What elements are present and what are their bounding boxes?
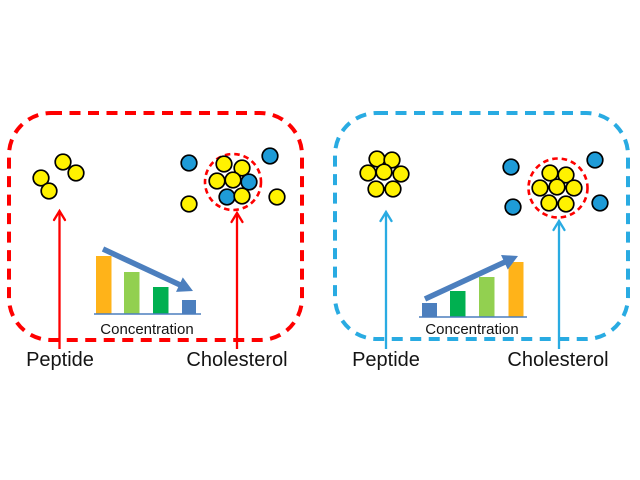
right-trend-arrow-shaft bbox=[423, 258, 509, 302]
left-cholesterol-label: Cholesterol bbox=[186, 349, 288, 371]
left-peptide-label: Peptide bbox=[26, 349, 94, 371]
left-cholesterol-cluster-molecule bbox=[233, 187, 251, 205]
left-cholesterol-cluster-molecule bbox=[218, 188, 236, 206]
left-free-molecule bbox=[268, 188, 286, 206]
right-peptide-molecule bbox=[359, 164, 377, 182]
left-trend-arrow-shaft bbox=[101, 246, 184, 289]
right-peptide-molecule bbox=[392, 165, 410, 183]
right-cholesterol-pointer-arrowhead bbox=[552, 218, 566, 232]
left-concentration-bar-1 bbox=[96, 256, 112, 314]
right-free-molecule bbox=[591, 194, 609, 212]
left-cholesterol-cluster-molecule bbox=[224, 171, 242, 189]
right-trend-arrow-head bbox=[501, 255, 518, 270]
right-cholesterol-label: Cholesterol bbox=[507, 349, 609, 371]
left-peptide-molecule bbox=[40, 182, 58, 200]
left-trend-arrow-head bbox=[176, 277, 193, 292]
left-peptide-pointer-arrowhead bbox=[52, 208, 67, 222]
left-cholesterol-cluster-molecule bbox=[240, 173, 258, 191]
left-cholesterol-pointer-arrowhead bbox=[230, 210, 244, 224]
right-concentration-label: Concentration bbox=[425, 321, 519, 338]
right-cholesterol-cluster-molecule bbox=[565, 179, 583, 197]
right-cholesterol-cluster-molecule bbox=[548, 178, 566, 196]
left-peptide-molecule bbox=[32, 169, 50, 187]
right-peptide-molecule bbox=[384, 180, 402, 198]
right-cholesterol-cluster-molecule bbox=[540, 194, 558, 212]
right-peptide-label: Peptide bbox=[352, 349, 420, 371]
right-free-molecule bbox=[502, 158, 520, 176]
right-cholesterol-cluster-molecule bbox=[557, 195, 575, 213]
right-peptide-molecule bbox=[375, 163, 393, 181]
left-concentration-bar-3 bbox=[153, 287, 169, 314]
left-concentration-label: Concentration bbox=[100, 321, 194, 338]
left-free-molecule bbox=[180, 195, 198, 213]
right-free-molecule bbox=[586, 151, 604, 169]
right-peptide-pointer-arrowhead bbox=[379, 209, 393, 223]
right-peptide-molecule bbox=[383, 151, 401, 169]
right-cholesterol-cluster-molecule bbox=[531, 179, 549, 197]
right-concentration-bar-2 bbox=[450, 291, 466, 317]
left-concentration-bar-2 bbox=[124, 272, 140, 314]
left-cholesterol-cluster-molecule bbox=[215, 155, 233, 173]
left-peptide-molecule bbox=[54, 153, 72, 171]
right-concentration-bar-4 bbox=[508, 262, 524, 317]
right-cholesterol-cluster-molecule bbox=[557, 166, 575, 184]
left-free-molecule bbox=[261, 147, 279, 165]
left-peptide-molecule bbox=[67, 164, 85, 182]
left-cholesterol-cluster-molecule bbox=[208, 172, 226, 190]
right-free-molecule bbox=[504, 198, 522, 216]
right-peptide-molecule bbox=[367, 180, 385, 198]
left-free-molecule bbox=[180, 154, 198, 172]
right-concentration-bar-3 bbox=[479, 277, 495, 317]
right-cholesterol-ring bbox=[527, 157, 589, 219]
left-cholesterol-ring bbox=[203, 152, 263, 212]
right-cholesterol-cluster-molecule bbox=[541, 164, 559, 182]
left-concentration-bar-4 bbox=[182, 300, 196, 314]
left-cholesterol-cluster-molecule bbox=[233, 159, 251, 177]
right-concentration-bar-1 bbox=[422, 303, 437, 317]
